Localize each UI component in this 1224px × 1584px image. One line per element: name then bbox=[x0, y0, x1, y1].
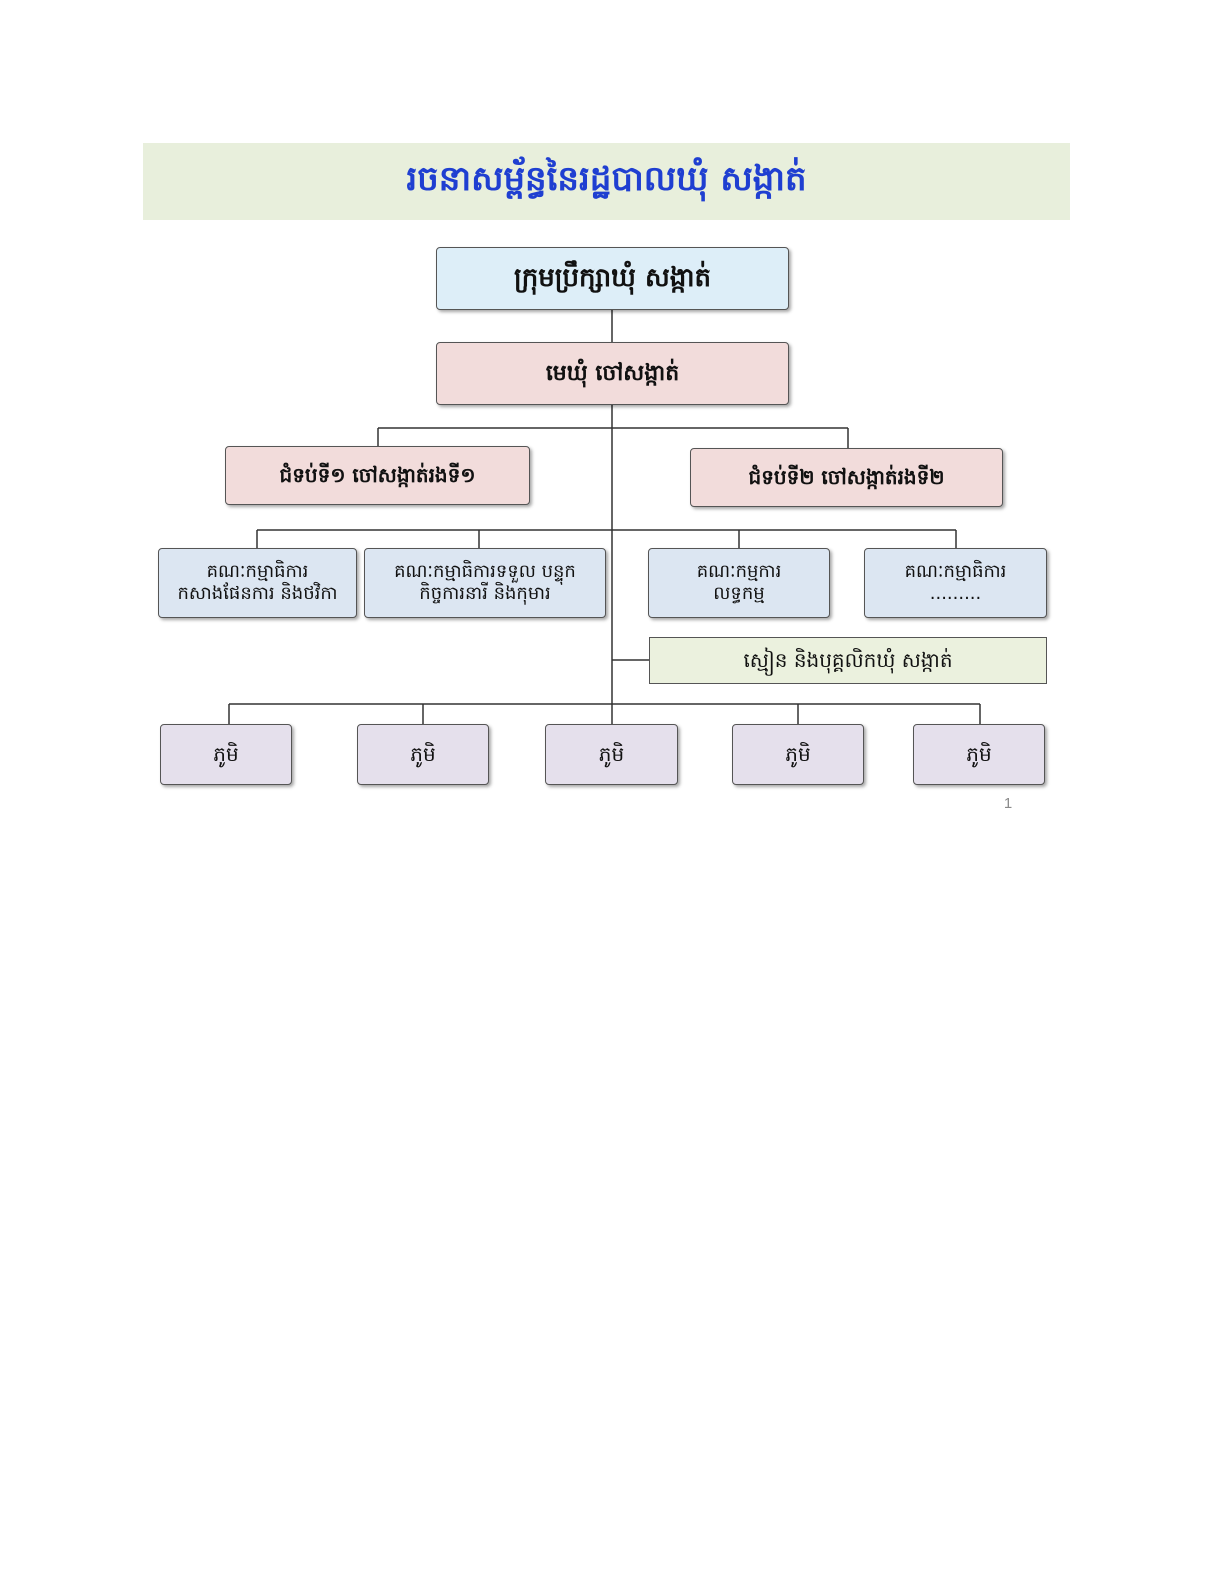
diagram-title: រចនាសម្ព័ន្ធនៃរដ្ឋបាលឃុំ សង្កាត់ bbox=[406, 158, 807, 199]
title-band: រចនាសម្ព័ន្ធនៃរដ្ឋបាលឃុំ សង្កាត់ bbox=[143, 143, 1070, 220]
second-deputy-label: ជំទប់ទី២ ចៅសង្កាត់រងទី២ bbox=[748, 465, 945, 489]
box-commune-chief: មេឃុំ ចៅសង្កាត់ bbox=[436, 342, 789, 405]
box-village-5: ភូមិ bbox=[913, 724, 1045, 785]
box-commune-council: ក្រុមប្រឹក្សាឃុំ សង្កាត់ bbox=[436, 247, 789, 310]
box-village-2: ភូមិ bbox=[357, 724, 489, 785]
box-committee-other: គណៈកម្មាធិការ ......... bbox=[864, 548, 1047, 618]
box-village-3: ភូមិ bbox=[545, 724, 678, 785]
village-5-label: ភូមិ bbox=[966, 742, 992, 766]
committee-planning-line1: គណៈកម្មាធិការ bbox=[206, 560, 309, 582]
committee-other-line2: ......... bbox=[929, 583, 982, 604]
committee-procurement-line1: គណៈកម្មការ bbox=[696, 560, 782, 582]
village-1-label: ភូមិ bbox=[213, 742, 239, 766]
box-committee-planning-budget: គណៈកម្មាធិការ កសាងផែនការ និងថវិកា bbox=[158, 548, 357, 618]
commune-council-label: ក្រុមប្រឹក្សាឃុំ សង្កាត់ bbox=[514, 263, 711, 294]
clerk-staff-label: ស្មៀន និងបុគ្គលិកឃុំ សង្កាត់ bbox=[743, 648, 953, 672]
committee-women-line2: កិច្ចការនារី និងកុមារ bbox=[419, 583, 551, 604]
box-village-1: ភូមិ bbox=[160, 724, 292, 785]
committee-other-line1: គណៈកម្មាធិការ bbox=[904, 560, 1007, 582]
village-3-label: ភូមិ bbox=[598, 742, 625, 766]
page-number: 1 bbox=[1003, 795, 1013, 812]
box-first-deputy: ជំទប់ទី១ ចៅសង្កាត់រងទី១ bbox=[225, 446, 530, 505]
box-committee-procurement: គណៈកម្មការ លទ្ធកម្ម bbox=[648, 548, 830, 618]
committee-procurement-line2: លទ្ធកម្ម bbox=[713, 583, 765, 604]
box-clerk-staff: ស្មៀន និងបុគ្គលិកឃុំ សង្កាត់ bbox=[649, 637, 1047, 684]
committee-women-line1: គណៈកម្មាធិការទទួល បន្ទុក bbox=[394, 560, 576, 582]
box-village-4: ភូមិ bbox=[732, 724, 864, 785]
commune-chief-label: មេឃុំ ចៅសង្កាត់ bbox=[545, 360, 680, 386]
first-deputy-label: ជំទប់ទី១ ចៅសង្កាត់រងទី១ bbox=[279, 463, 476, 487]
village-4-label: ភូមិ bbox=[785, 742, 811, 766]
box-committee-women-children: គណៈកម្មាធិការទទួល បន្ទុក កិច្ចការនារី និ… bbox=[364, 548, 606, 618]
box-second-deputy: ជំទប់ទី២ ចៅសង្កាត់រងទី២ bbox=[690, 448, 1003, 507]
committee-planning-line2: កសាងផែនការ និងថវិកា bbox=[177, 583, 338, 604]
village-2-label: ភូមិ bbox=[410, 742, 436, 766]
